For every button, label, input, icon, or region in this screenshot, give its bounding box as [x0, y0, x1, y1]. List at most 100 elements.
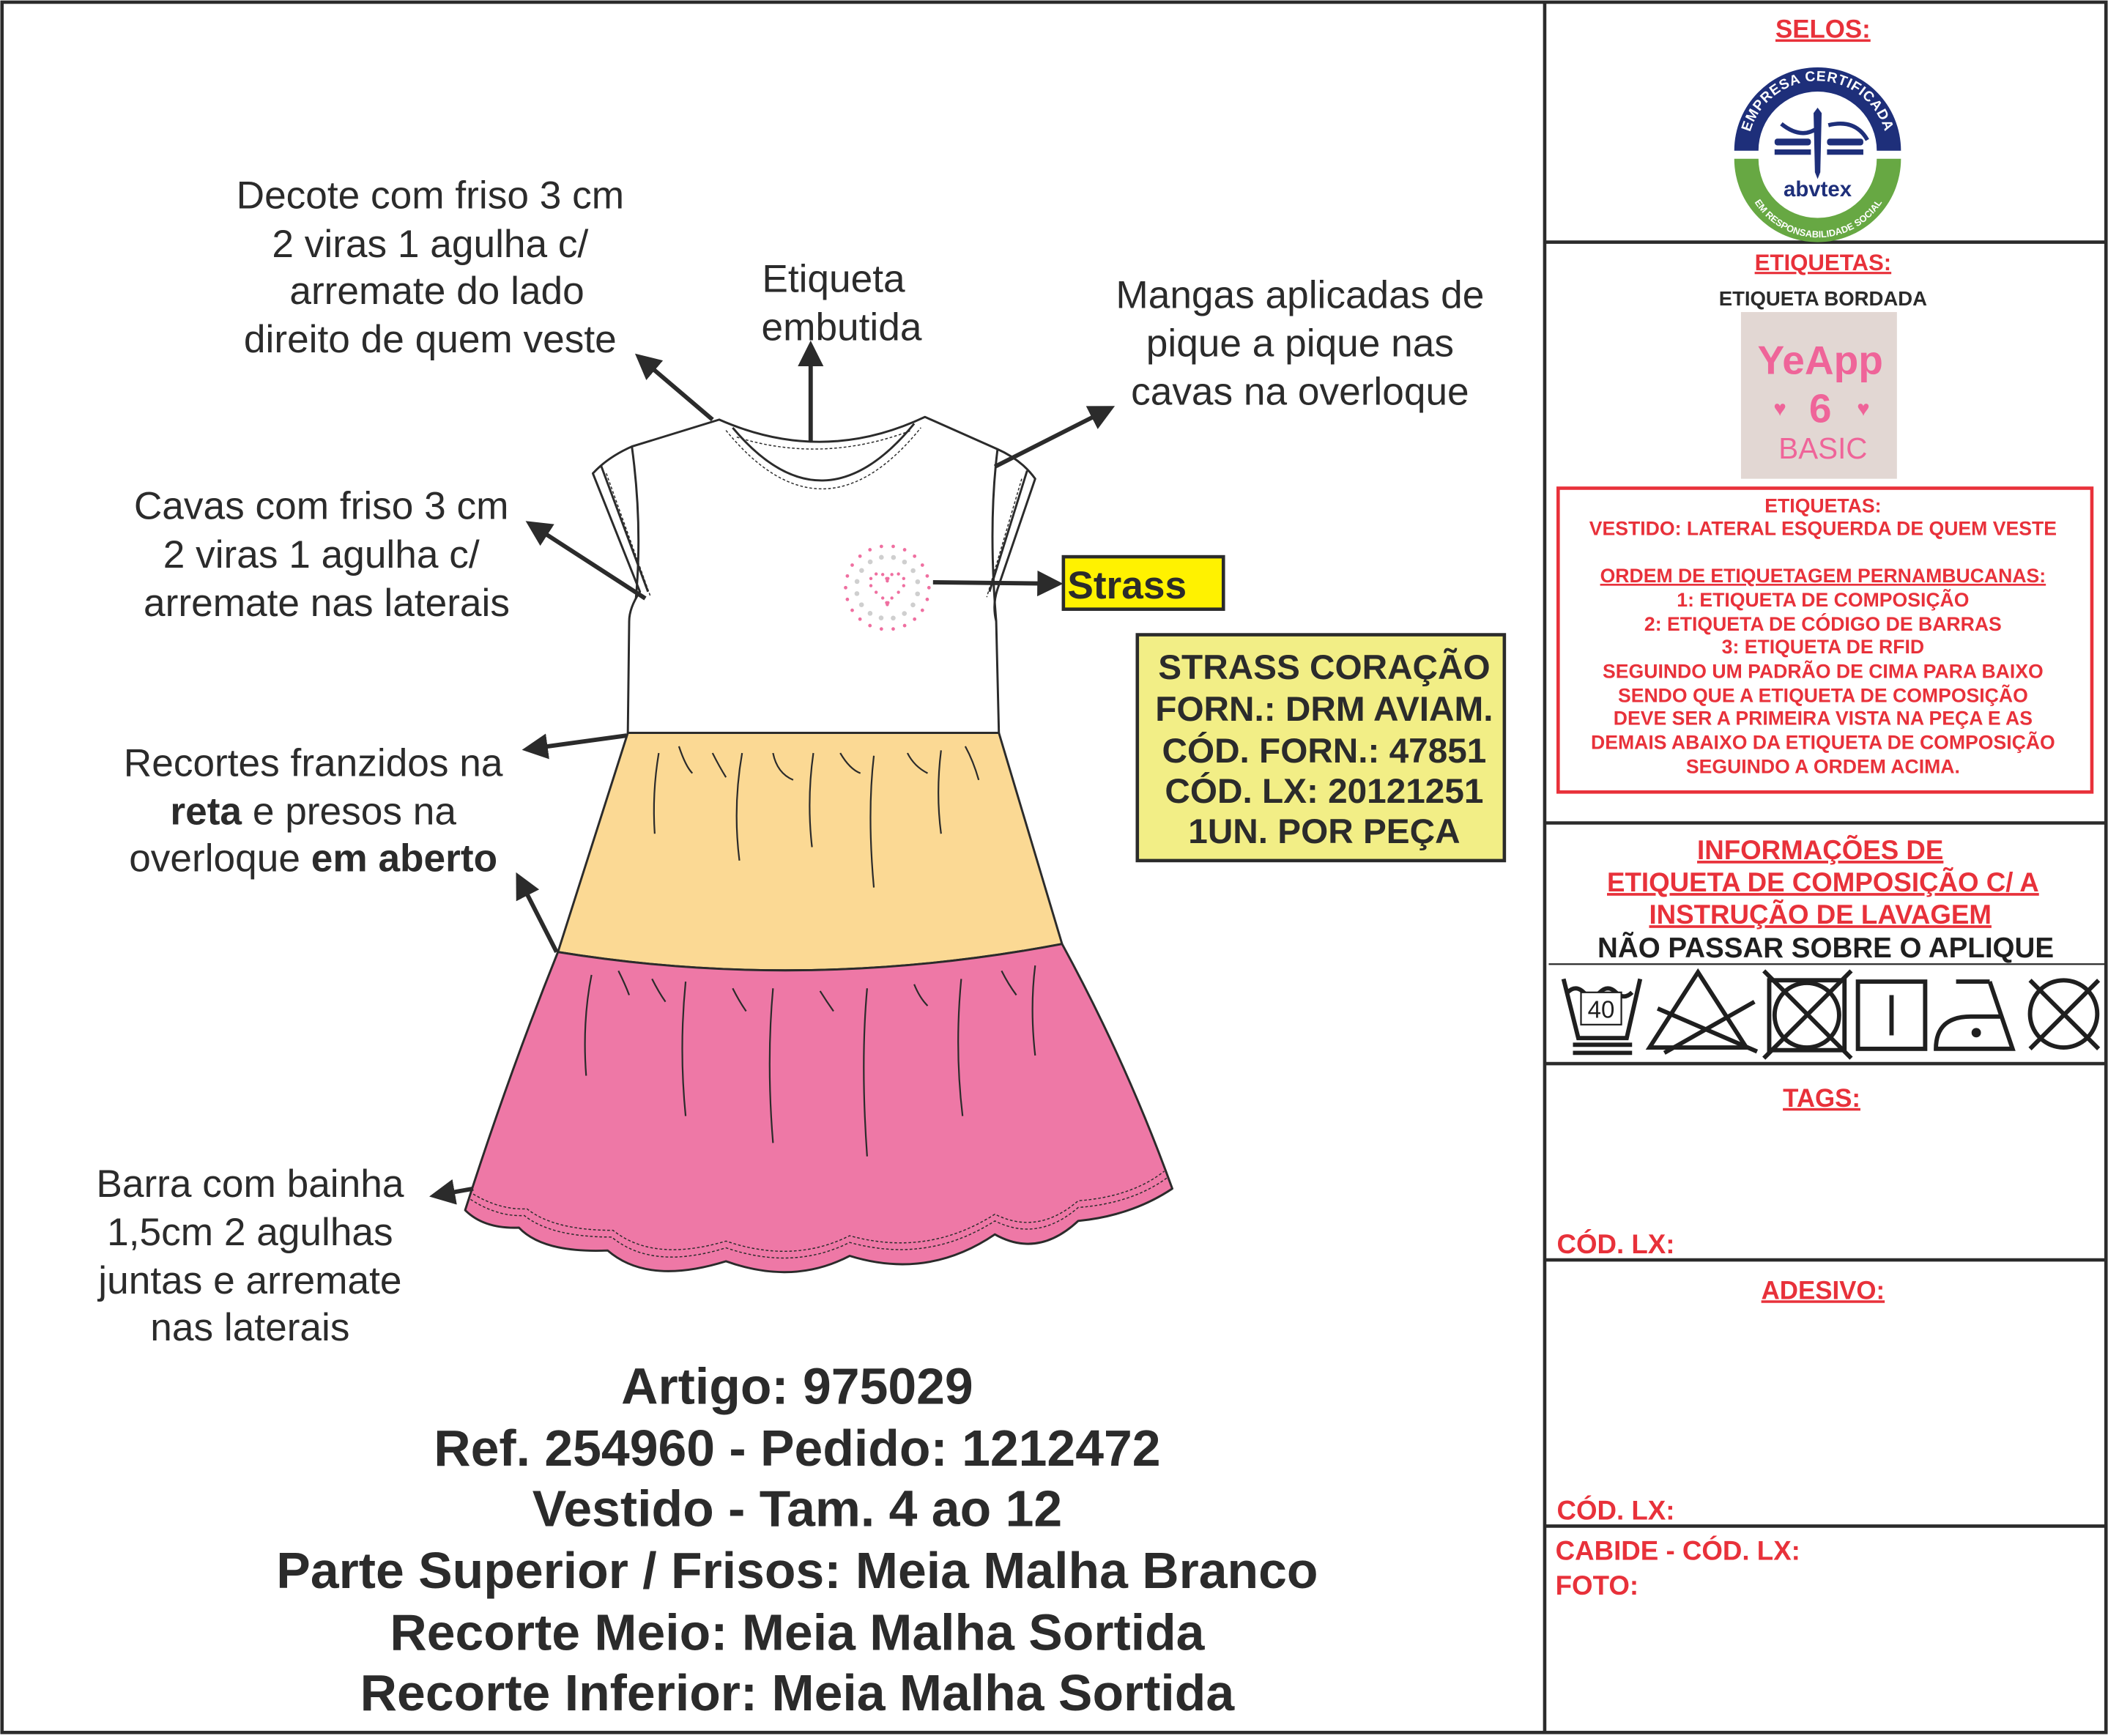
arrow-cavas	[525, 521, 647, 601]
box-line: ETIQUETAS:	[1764, 495, 1881, 517]
rhinestone-dot	[891, 554, 897, 560]
product-type-size: Vestido - Tam. 4 ao 12	[532, 1480, 1062, 1537]
rhinestone-dot	[920, 563, 924, 567]
annotation-cavas: Cavas com friso 3 cm 2 viras 1 agulha c/…	[134, 485, 510, 625]
annotation-etiqueta: Etiqueta embutida	[762, 258, 922, 349]
fabric-top: Parte Superior / Frisos: Meia Malha Bran…	[276, 1542, 1318, 1599]
box-line: SEGUINDO A ORDEM ACIMA.	[1686, 756, 1960, 778]
annotation-line: direito de quem veste	[244, 318, 617, 361]
rhinestone-dot	[925, 574, 929, 578]
rhinestone-dot	[874, 590, 878, 594]
embroidered-label-image: YeApp 6 ♥ ♥ BASIC	[1740, 312, 1897, 479]
rhinestone-dot	[878, 615, 884, 620]
annotation-line: arremate nas laterais	[144, 582, 510, 625]
fabric-bottom: Recorte Inferior: Meia Malha Sortida	[360, 1664, 1236, 1721]
box-line: 3: ETIQUETA DE RFID	[1722, 636, 1924, 658]
rhinestone-dot	[891, 627, 895, 631]
rhinestone-dot	[891, 544, 895, 549]
rhinestone-dot	[925, 597, 929, 601]
box-line: SEGUINDO UM PADRÃO DE CIMA PARA BAIXO	[1603, 660, 2044, 682]
svg-text:♥: ♥	[1773, 396, 1786, 420]
annotation-mangas: Mangas aplicadas de pique a pique nas ca…	[1116, 274, 1484, 414]
rhinestone-dot	[869, 584, 873, 587]
rhinestone-dot	[897, 572, 900, 576]
strass-label-box	[1061, 554, 1225, 611]
tags-title: TAGS:	[1783, 1084, 1860, 1113]
svg-text:BASIC: BASIC	[1778, 431, 1867, 465]
cabide-cod-lx: CABIDE - CÓD. LX:	[1556, 1535, 1800, 1565]
annotation-line: arremate do lado	[289, 270, 584, 313]
annotation-line: nas laterais	[150, 1306, 349, 1349]
rhinestone-dot	[845, 597, 850, 601]
arrow-recortes	[522, 733, 627, 760]
no-dry-clean-icon	[2027, 978, 2101, 1050]
annotation-line: Cavas com friso 3 cm	[134, 485, 509, 528]
rhinestone-dot	[850, 563, 854, 567]
tags-cod-lx: CÓD. LX:	[1556, 1228, 1674, 1259]
rhinestone-dot	[897, 590, 900, 594]
rhinestone-dot	[858, 602, 864, 607]
info-line: CÓD. LX: 20121251	[1165, 771, 1483, 811]
rhinestone-dot	[880, 596, 885, 600]
wash-temp: 40	[1588, 996, 1615, 1023]
rhinestone-dot	[913, 617, 917, 621]
arrow-mangas	[993, 406, 1116, 469]
middle-tier	[557, 732, 1064, 972]
box-line: DEVE SER A PRIMEIRA VISTA NA PEÇA E AS	[1614, 708, 2033, 730]
rhinestone-dot	[890, 573, 894, 576]
annotation-line: cavas na overloque	[1131, 371, 1469, 414]
rhinestone-dot	[868, 623, 872, 628]
rhinestone-dot	[844, 585, 847, 590]
annotation-line: reta e presos na	[170, 790, 456, 833]
info-title-line: INSTRUÇÃO DE LAVAGEM	[1649, 899, 1991, 930]
strass-label: Strass	[1067, 564, 1187, 607]
foto-label: FOTO:	[1556, 1570, 1638, 1600]
box-line: VESTIDO: LATERAL ESQUERDA DE QUEM VESTE	[1589, 518, 2057, 540]
annotation-line: 2 viras 1 agulha c/	[163, 533, 480, 576]
rhinestone-dot	[915, 591, 921, 597]
rhinestone-dot	[874, 572, 878, 576]
etiquetas-title: ETIQUETAS:	[1755, 250, 1892, 275]
adesivo-title: ADESIVO:	[1762, 1276, 1885, 1305]
text: e presos na	[242, 790, 456, 833]
rhinestone-dot	[902, 623, 907, 628]
svg-text:abvtex: abvtex	[1784, 177, 1852, 201]
box-line: 2: ETIQUETA DE CÓDIGO DE BARRAS	[1644, 613, 2002, 635]
rhinestone-dot	[867, 611, 873, 616]
rhinestone-dot	[891, 615, 896, 621]
selos-title: SELOS:	[1775, 15, 1871, 44]
rhinestone-dot	[890, 596, 894, 600]
rhinestone-dot	[859, 568, 864, 574]
bodice	[591, 415, 1036, 735]
svg-text:6: 6	[1809, 386, 1832, 431]
etiqueta-bordada: ETIQUETA BORDADA	[1719, 287, 1927, 310]
rhinestone-dot	[845, 574, 850, 578]
annotation-line: Recortes franzidos na	[124, 741, 503, 784]
box-line: DEMAIS ABAIXO DA ETIQUETA DE COMPOSIÇÃO	[1591, 732, 2055, 754]
wash-40-gentle-icon: 40	[1561, 978, 1643, 1056]
annotation-line: Etiqueta	[762, 258, 905, 301]
info-title-line: INFORMAÇÕES DE	[1697, 834, 1943, 865]
ref-pedido: Ref. 254960 - Pedido: 1212472	[434, 1420, 1160, 1477]
rhinestone-dot	[913, 554, 917, 558]
rhinestone-dot	[910, 602, 916, 608]
svg-text:♥: ♥	[1857, 396, 1869, 420]
rhinestone-dot	[850, 608, 854, 612]
strass-heart	[844, 544, 931, 631]
rhinestone-dot	[902, 576, 905, 581]
rhinestone-dot	[879, 627, 883, 631]
annotation-line: Decote com friso 3 cm	[237, 174, 624, 218]
svg-text:YeApp: YeApp	[1758, 337, 1883, 382]
rhinestone-dot	[902, 548, 907, 552]
iron-low-icon	[1934, 979, 2016, 1051]
neckline	[732, 423, 916, 482]
annotation-line: Mangas aplicadas de	[1116, 274, 1484, 317]
rhinestone-dot	[880, 573, 885, 576]
rhinestone-dot	[858, 554, 862, 558]
annotation-line: pique a pique nas	[1146, 322, 1454, 366]
adesivo-cod-lx: CÓD. LX:	[1556, 1494, 1674, 1525]
label-instructions-box: ETIQUETAS: VESTIDO: LATERAL ESQUERDA DE …	[1556, 486, 2094, 794]
rhinestone-dot	[920, 608, 924, 612]
